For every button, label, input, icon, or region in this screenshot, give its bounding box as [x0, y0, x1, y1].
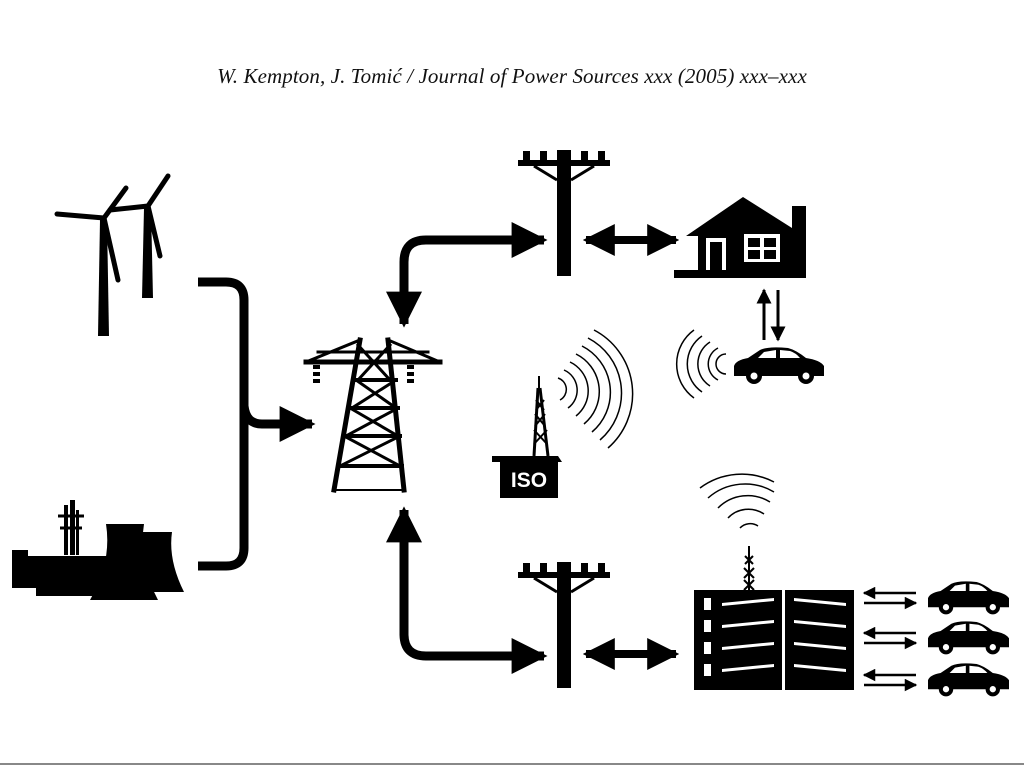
parking-garage-icon — [694, 590, 854, 690]
car-icon — [734, 347, 824, 384]
fleet-car-3-icon — [928, 663, 1009, 697]
car-signal-waves-icon — [675, 329, 727, 399]
tower-to-upper-pole-arrow — [386, 222, 548, 328]
transmission-tower-icon — [303, 337, 443, 493]
iso-label: ISO — [511, 469, 547, 492]
utility-pole-upper-icon — [516, 148, 612, 278]
garage-to-cars-arrows — [862, 586, 918, 692]
iso-radio-mast-icon — [532, 376, 550, 457]
house-to-car-arrow — [756, 288, 786, 342]
tower-to-lower-pole-arrow — [386, 506, 548, 674]
wind-turbines-icon — [54, 173, 171, 336]
garage-signal-waves-icon — [699, 473, 775, 529]
journal-citation-header: W. Kempton, J. Tomić / Journal of Power … — [217, 64, 807, 88]
page-bottom-rule — [0, 763, 1024, 765]
generation-feed-arrow — [198, 277, 316, 571]
iso-signal-waves-icon — [557, 329, 634, 449]
iso-control-station-icon: ISO — [492, 456, 562, 498]
house-icon — [674, 197, 806, 278]
fleet-car-2-icon — [928, 621, 1009, 655]
garage-radio-mast-icon — [743, 546, 755, 591]
power-plant-icon — [12, 500, 184, 600]
utility-pole-lower-icon — [516, 560, 612, 690]
fleet-car-1-icon — [928, 581, 1009, 615]
